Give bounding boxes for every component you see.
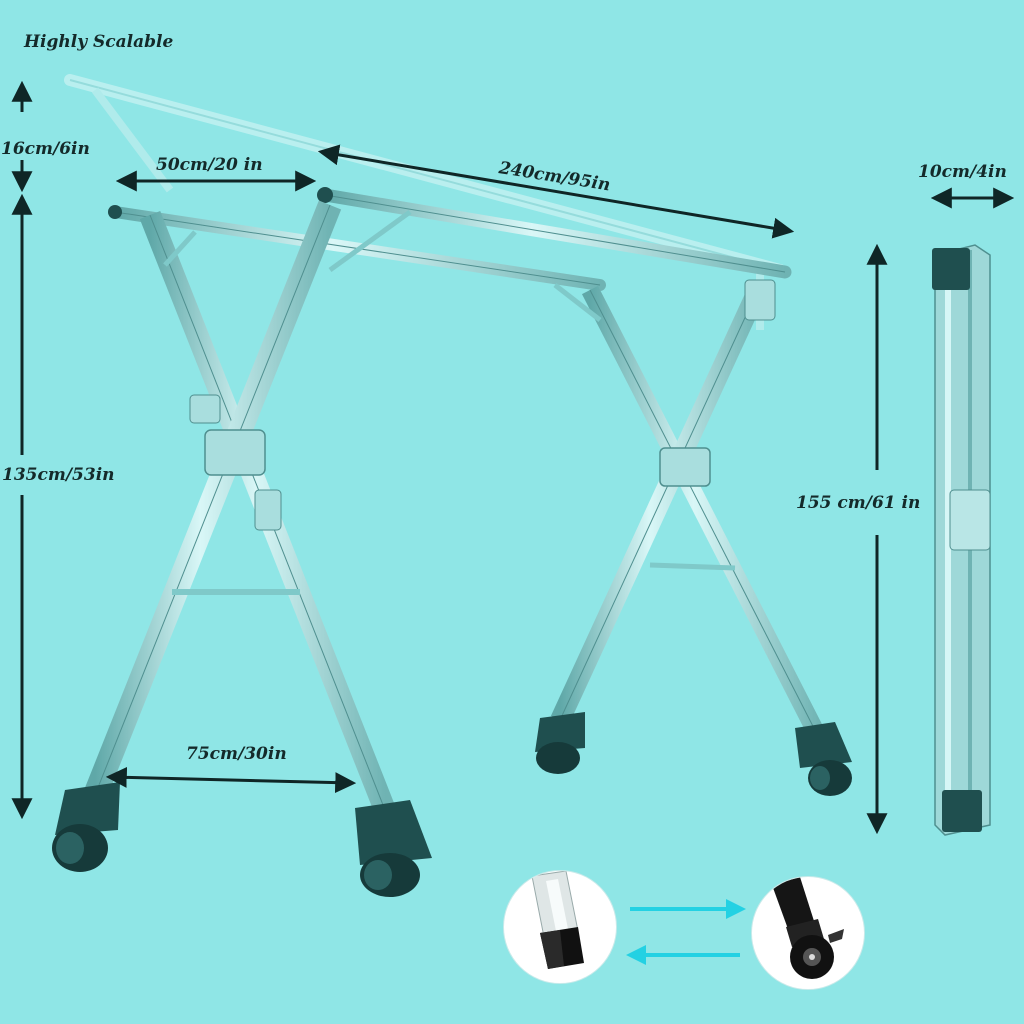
- caster-wheel-icon: [772, 877, 844, 979]
- label-width-bottom: 75cm/30in: [186, 744, 287, 764]
- hinge-bracket: [204, 429, 266, 476]
- rail-end-cap: [108, 205, 122, 219]
- title-highly-scalable: Highly Scalable: [24, 32, 174, 52]
- label-total-height: 155 cm/61 in: [796, 493, 921, 513]
- caster-front-left: [52, 782, 120, 872]
- label-depth-top: 50cm/20 in: [156, 155, 263, 175]
- left-x-frame: [83, 200, 412, 815]
- label-top-extension: 16cm/6in: [1, 139, 90, 159]
- foot-cap-icon: [531, 871, 584, 969]
- dimension-arrows: [11, 80, 1015, 835]
- swap-arrows-icon: [626, 899, 746, 965]
- arrow-240cm: [317, 144, 795, 239]
- hinge-bracket: [659, 447, 711, 487]
- caster-back-right: [795, 722, 852, 796]
- caster-front-right: [355, 800, 432, 897]
- rail-end-cap: [317, 187, 333, 203]
- label-height: 135cm/53in: [2, 465, 115, 485]
- folded-rack: [932, 244, 991, 836]
- caster-back-left: [535, 712, 585, 774]
- caster-wheel-detail: [751, 876, 865, 990]
- folded-bottom-cap: [942, 790, 982, 832]
- right-x-frame: [550, 279, 829, 745]
- foot-cap-detail: [503, 870, 617, 984]
- folded-top-cap: [932, 248, 970, 290]
- arrow-75cm: [105, 766, 357, 794]
- label-folded-thickness: 10cm/4in: [918, 162, 1007, 182]
